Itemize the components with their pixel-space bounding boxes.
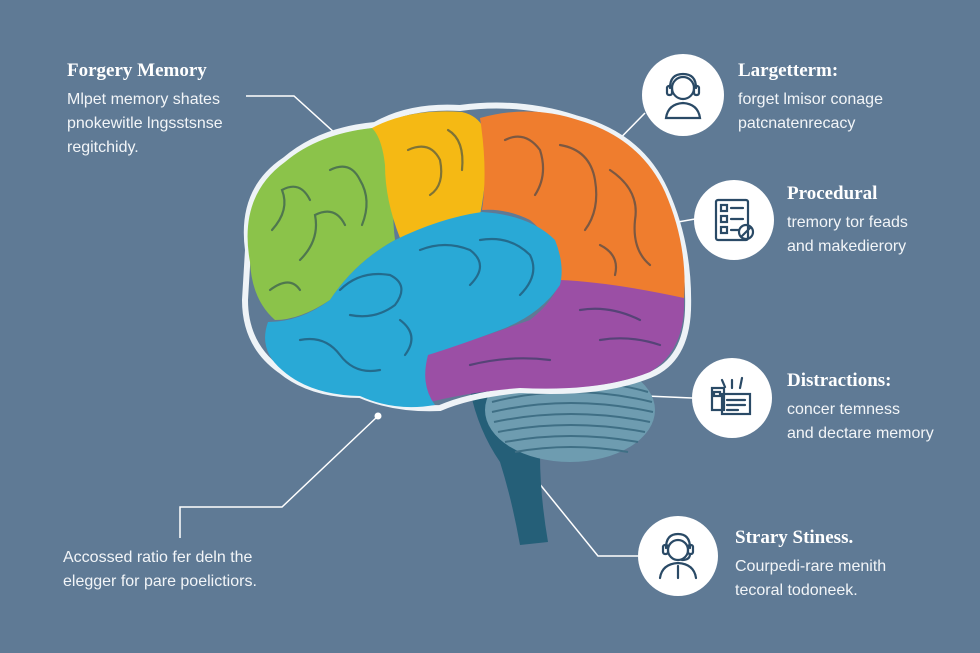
strary-label: Strary Stiness. Courpedi-rare menith tec… (735, 527, 970, 603)
distractions-label: Distractions: concer temness and dectare… (787, 370, 972, 446)
procedural-icon-circle (694, 180, 774, 260)
distractions-title: Distractions: (787, 370, 892, 391)
accessed-desc-line-1: Accossed ratio fer deln the (63, 549, 253, 566)
headset-person-icon (664, 72, 702, 120)
accessed-label: Accossed ratio fer deln the elegger for … (63, 546, 323, 594)
strary-desc-line-1: Courpedi-rare menith (735, 558, 887, 575)
frontal-lobe (247, 127, 398, 320)
largeterm-title: Largetterm: (738, 60, 839, 81)
procedural-desc-line-1: tremory tor feads (787, 214, 908, 231)
strary-icon-circle (638, 516, 718, 596)
distractions-desc-line-2: and dectare memory (787, 425, 934, 442)
largeterm-desc-line-2: patcnatenrecacy (738, 115, 856, 132)
forgery-desc-line-1: Mlpet memory shates (67, 91, 220, 108)
accessed-desc-line-2: elegger for pare poelictiors. (63, 573, 257, 590)
headset-agent-icon (658, 532, 698, 580)
strary-desc-line-2: tecoral todoneek. (735, 582, 858, 599)
forgery-label: Forgery Memory Mlpet memory shates pnoke… (67, 60, 267, 160)
connector-accessed (179, 415, 379, 538)
connector-strary (516, 455, 638, 557)
occipital-lobe (423, 280, 685, 402)
procedural-label: Procedural tremory tor feads and makedie… (787, 183, 972, 259)
parietal-lobe (480, 111, 685, 300)
temporal-lobe (265, 212, 562, 408)
brain-folds (268, 128, 662, 373)
procedural-desc-line-2: and makedierory (787, 238, 907, 255)
largeterm-desc-line-1: forget lmisor conage (738, 91, 883, 108)
strary-title: Strary Stiness. (735, 527, 854, 548)
forgery-desc-line-2: pnokewitle lngsstsnse (67, 115, 223, 132)
distractions-desc-line-1: concer temness (787, 401, 900, 418)
distractions-icon-circle (692, 358, 772, 438)
procedural-title: Procedural (787, 183, 878, 204)
largeterm-icon-circle (642, 54, 724, 136)
checklist-document-icon (714, 198, 755, 242)
forgery-desc-line-3: regitchidy. (67, 139, 139, 156)
forgery-title: Forgery Memory (67, 60, 207, 81)
notification-cards-icon (710, 376, 752, 416)
largeterm-label: Largetterm: forget lmisor conage patcnat… (738, 60, 968, 136)
